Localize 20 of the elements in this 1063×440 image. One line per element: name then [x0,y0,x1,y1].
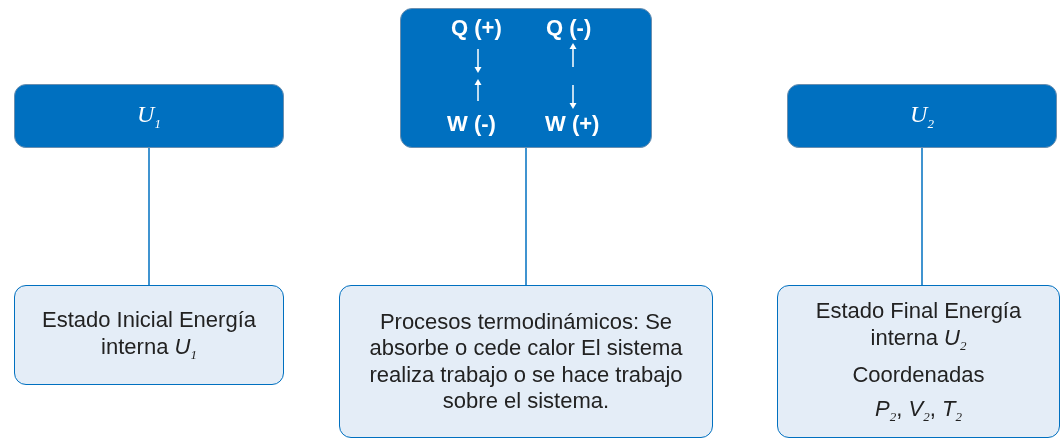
description-box [777,285,1060,438]
connector-line [921,147,923,286]
process-box [400,8,652,148]
heat-label: Q (-) [546,15,592,41]
work-label: W (+) [545,111,600,137]
description-box [14,285,284,385]
description-text: Coordenadas [852,361,985,388]
state-symbol: U$_{1}$ [137,100,161,132]
description-text: Estado Final Energía interna U$_{2}$ [814,298,1023,354]
heat-label: Q (+) [451,15,502,41]
state-box [14,84,284,148]
connector-line [148,147,150,286]
description-text: Procesos termodinámicos: Se absorbe o cede calor El sistema realiza trabajo o se hace trabajo sobre el sistema. [368,308,684,415]
state-box [787,84,1057,148]
work-label: W (-) [447,111,496,137]
connector-line [525,147,527,286]
description-box [339,285,713,438]
state-symbol: U$_{2}$ [910,100,934,132]
description-text: Estado Inicial Energía interna U$_{1}$ [41,307,257,363]
description-text: P$_{2}$, V$_{2}$, T$_{2}$ [875,395,962,425]
